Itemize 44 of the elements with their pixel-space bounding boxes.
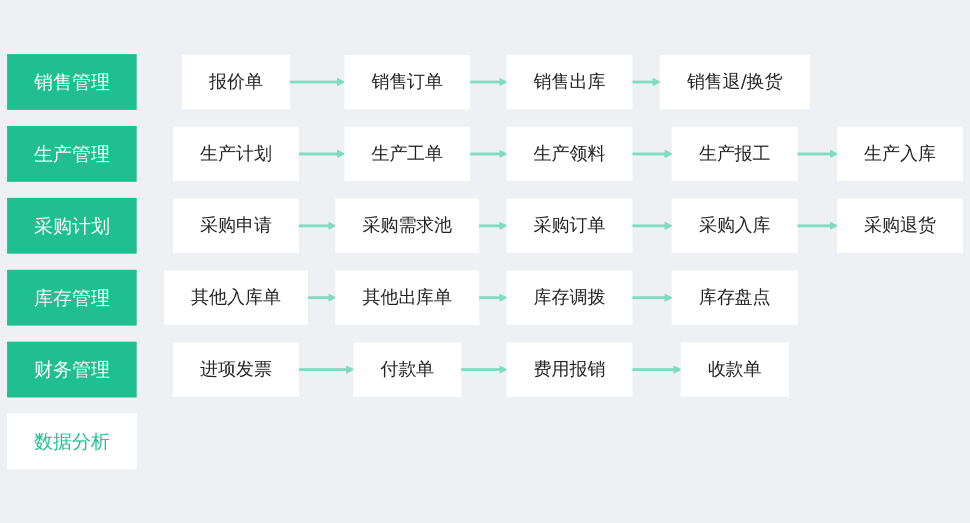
node-box: 其他入库单 — [164, 270, 308, 325]
arrow — [298, 221, 336, 230]
arrow — [289, 78, 346, 86]
node-box: 采购申请 — [173, 198, 299, 253]
arrow — [632, 78, 661, 86]
arrow — [470, 78, 508, 86]
arrow — [632, 365, 682, 374]
node-box: 销售管理 — [7, 54, 137, 110]
arrow — [797, 150, 838, 158]
node-box: 生产工单 — [344, 126, 470, 181]
node-box: 进项发票 — [173, 342, 299, 397]
node-box: 费用报销 — [506, 342, 632, 397]
node-box: 生产入库 — [837, 126, 963, 181]
node-box: 采购订单 — [506, 198, 632, 253]
arrow — [307, 293, 336, 302]
node-box: 采购计划 — [7, 198, 137, 254]
node-box: 财务管理 — [7, 341, 137, 398]
arrow — [632, 221, 673, 230]
arrow — [632, 293, 673, 302]
arrow — [632, 150, 673, 158]
arrow — [460, 365, 508, 374]
arrow — [298, 365, 354, 374]
node-box: 库存盘点 — [672, 270, 798, 325]
node-box: 生产报工 — [672, 126, 798, 181]
node-box: 其他出库单 — [335, 270, 480, 325]
node-box: 付款单 — [353, 342, 462, 397]
node-box: 生产管理 — [7, 126, 137, 182]
node-box: 采购入库 — [672, 198, 798, 253]
node-box: 销售订单 — [344, 54, 470, 109]
arrow — [298, 150, 346, 158]
arrow — [478, 293, 508, 302]
arrow — [797, 221, 838, 230]
arrow — [470, 150, 508, 158]
node-box: 生产领料 — [506, 126, 632, 181]
node-box: 收款单 — [680, 342, 789, 397]
node-box: 采购退货 — [837, 198, 963, 253]
arrow — [478, 221, 508, 230]
node-box: 销售出库 — [506, 54, 632, 109]
node-box: 采购需求池 — [335, 198, 480, 253]
node-box: 生产计划 — [173, 126, 299, 181]
node-box: 报价单 — [182, 54, 290, 109]
node-box: 库存调拨 — [506, 270, 632, 325]
node-box: 库存管理 — [7, 270, 137, 326]
node-box: 销售退/换货 — [660, 54, 810, 109]
